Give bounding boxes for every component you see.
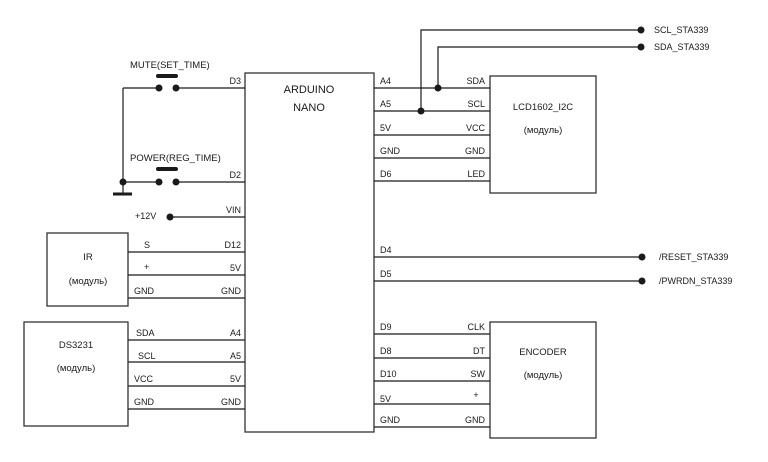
encoder-pin-dt: DT (473, 346, 485, 356)
pin-gnd: GND (380, 415, 401, 425)
pin-gnd: GND (221, 397, 242, 407)
lcd-title: LCD1602_I2C (513, 102, 573, 113)
pin-d8: D8 (380, 346, 392, 356)
lcd-pin-sda: SDA (466, 76, 485, 86)
lcd-module-box (489, 75, 597, 194)
ds3231-module-box (23, 321, 129, 427)
power-button-contact (172, 178, 180, 186)
lcd-pin-led: LED (467, 169, 485, 179)
junction-dot (417, 107, 425, 115)
ir-subtitle: (модуль) (69, 276, 108, 287)
ir-pin-plus: + (144, 262, 149, 272)
pin-a4: A4 (230, 328, 241, 338)
arduino-title-2: NANO (293, 102, 325, 114)
lcd-pin-gnd: GND (465, 146, 486, 156)
ds3231-pin-scl: SCL (138, 351, 156, 361)
mute-button-contact (155, 84, 163, 92)
arduino-nano-box (244, 72, 375, 433)
ir-title: IR (83, 252, 93, 263)
mute-button-contact (172, 84, 180, 92)
pin-d2: D2 (229, 170, 241, 180)
pin-d3: D3 (229, 76, 241, 86)
power-button-actuator (156, 167, 178, 171)
ds3231-subtitle: (модуль) (57, 363, 96, 374)
net-terminal (638, 277, 646, 285)
pin-d5: D5 (380, 269, 392, 279)
encoder-pin-gnd: GND (465, 415, 486, 425)
encoder-pin-clk: CLK (467, 322, 485, 332)
power-12v-label: +12V (135, 211, 156, 221)
arduino-title-1: ARDUINO (284, 84, 335, 96)
pin-a5: A5 (380, 99, 391, 109)
net-terminal (637, 26, 645, 34)
pin-5v: 5V (230, 263, 241, 273)
ds3231-pin-vcc: VCC (134, 374, 154, 384)
ds3231-title: DS3231 (59, 340, 93, 351)
encoder-pin-plus: + (473, 390, 478, 400)
ir-pin-gnd: GND (134, 286, 155, 296)
net-sda-sta339: SDA_STA339 (654, 42, 709, 52)
power-button-contact (155, 178, 163, 186)
mute-button-actuator (156, 74, 178, 78)
junction-dot (434, 84, 442, 92)
pin-d12: D12 (224, 240, 241, 250)
ir-module-box (46, 232, 129, 307)
mute-button-label: MUTE(SET_TIME) (130, 60, 210, 71)
pin-5v: 5V (380, 123, 391, 133)
pin-gnd: GND (221, 286, 242, 296)
encoder-title: ENCODER (519, 347, 567, 358)
net-reset-sta339: /RESET_STA339 (659, 252, 728, 262)
lcd-pin-vcc: VCC (466, 123, 486, 133)
net-terminal (638, 253, 646, 261)
power-button-label: POWER(REG_TIME) (130, 153, 221, 164)
pin-d10: D10 (380, 369, 397, 379)
pin-5v: 5V (380, 394, 391, 404)
encoder-pin-sw: SW (471, 369, 486, 379)
pin-gnd: GND (380, 146, 401, 156)
net-terminal (637, 43, 645, 51)
ir-pin-s: S (144, 240, 150, 250)
encoder-subtitle: (модуль) (524, 370, 563, 381)
ds3231-pin-sda: SDA (136, 328, 155, 338)
pin-d9: D9 (380, 322, 392, 332)
encoder-module-box (489, 321, 597, 439)
net-pwrdn-sta339: /PWRDN_STA339 (659, 276, 732, 286)
ds3231-pin-gnd: GND (134, 397, 155, 407)
pin-5v: 5V (230, 374, 241, 384)
net-scl-sta339: SCL_STA339 (654, 25, 708, 35)
lcd-pin-scl: SCL (467, 99, 485, 109)
lcd-subtitle: (модуль) (524, 125, 563, 136)
pin-vin: VIN (226, 205, 241, 215)
pin-a5: A5 (230, 351, 241, 361)
pin-a4: A4 (380, 76, 391, 86)
pin-d6: D6 (380, 169, 392, 179)
pin-d4: D4 (380, 245, 392, 255)
